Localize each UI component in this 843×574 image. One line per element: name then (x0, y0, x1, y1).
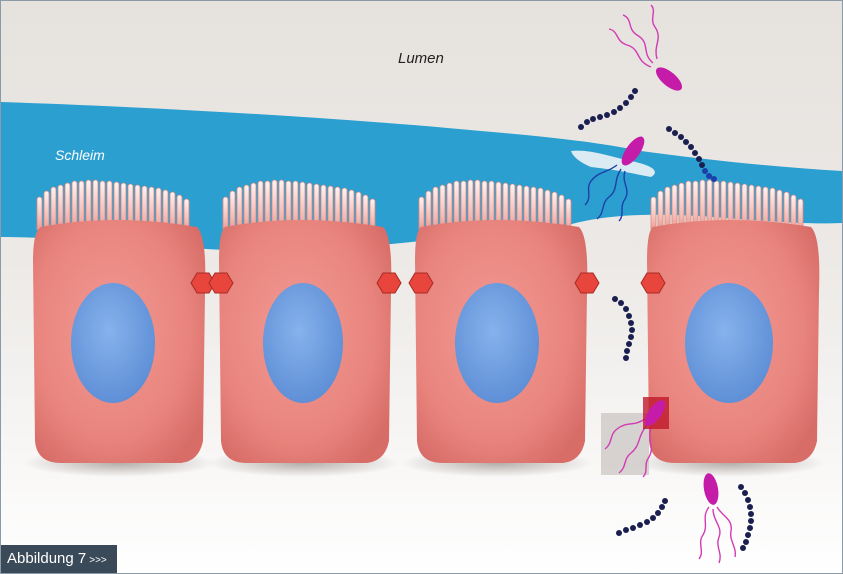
epithelial-cell-2 (219, 180, 391, 463)
epithelial-cell-1 (33, 180, 205, 463)
mucus-label: Schleim (55, 147, 105, 163)
nucleus (71, 283, 155, 403)
epithelial-cell-4 (647, 180, 819, 463)
nucleus (455, 283, 539, 403)
nucleus (685, 283, 773, 403)
epithelial-cell-3 (415, 180, 587, 463)
chevron-right-icon: >>> (89, 555, 107, 566)
nucleus (263, 283, 343, 403)
figure-badge[interactable]: Abbildung 7>>> (1, 545, 117, 573)
figure-badge-label: Abbildung 7 (7, 550, 86, 567)
lumen-label: Lumen (398, 50, 444, 67)
